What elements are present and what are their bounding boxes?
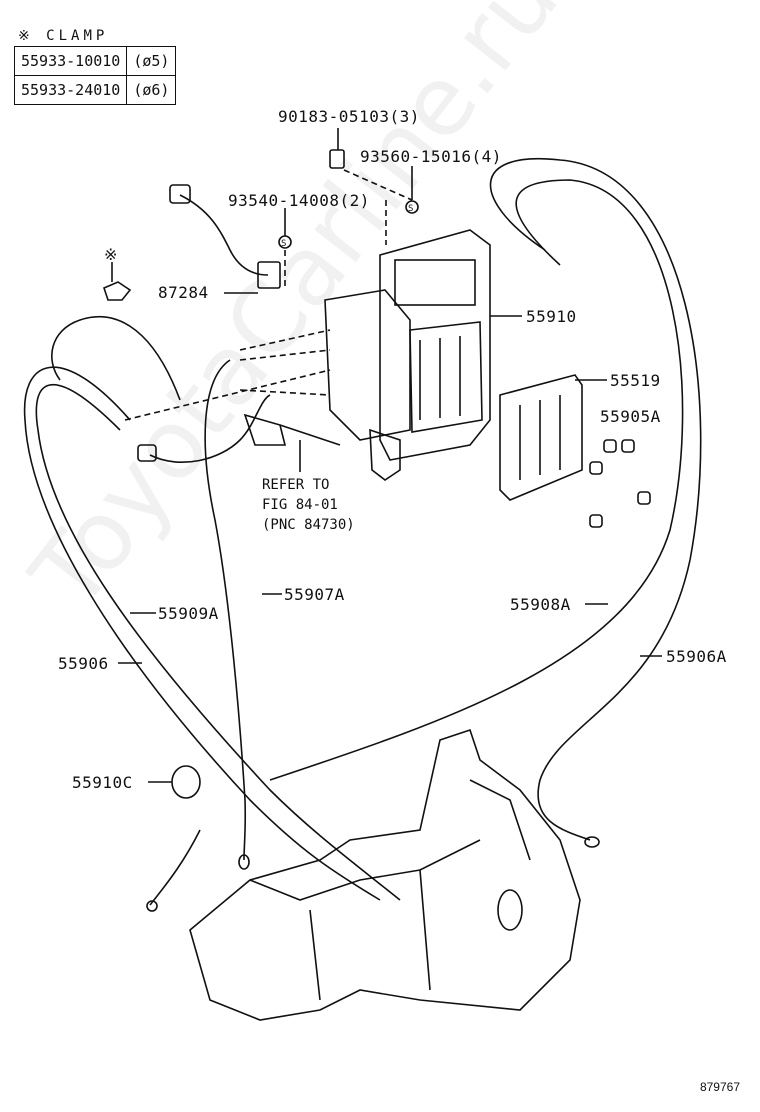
table-row: 55933-24010 (ø6) bbox=[13, 75, 177, 105]
cable-55908A bbox=[269, 179, 684, 781]
clamp-piece bbox=[103, 281, 132, 301]
cable-55907A bbox=[204, 359, 247, 861]
grommet-55910C bbox=[171, 765, 201, 799]
part-87284 bbox=[257, 261, 281, 289]
label-55906A: 55906A bbox=[666, 647, 727, 666]
label-55906: 55906 bbox=[58, 654, 109, 673]
cover-ribs bbox=[519, 395, 561, 480]
svg-text:S: S bbox=[408, 204, 413, 214]
label-55909A: 55909A bbox=[158, 604, 219, 623]
sensor bbox=[243, 413, 287, 446]
table-row: 55933-10010 (ø5) bbox=[13, 46, 177, 76]
label-clamp-mark: ※ bbox=[104, 245, 118, 264]
clamp-size-2: (ø6) bbox=[126, 75, 177, 105]
ecu-inner bbox=[394, 259, 476, 306]
clamp-title: ※ CLAMP bbox=[18, 28, 109, 44]
housing bbox=[189, 728, 581, 1021]
wire-87284 bbox=[179, 194, 269, 276]
figure-number: 879767 bbox=[699, 1080, 740, 1094]
label-55910: 55910 bbox=[526, 307, 577, 326]
cable-lower-left bbox=[149, 829, 201, 906]
housing-port bbox=[497, 889, 523, 931]
dashed-lines bbox=[124, 169, 413, 421]
cable-55909A-upper bbox=[51, 316, 181, 401]
housing-detail bbox=[249, 779, 531, 1001]
ecu-bracket-55910 bbox=[379, 229, 491, 461]
nut-55905A-d bbox=[637, 491, 651, 505]
cable-55906 bbox=[23, 366, 381, 901]
label-93540: 93540-14008(2) bbox=[228, 191, 370, 210]
label-93560: 93560-15016(4) bbox=[360, 147, 502, 166]
clamp-part-2: 55933-24010 bbox=[13, 75, 128, 105]
sensor-wire bbox=[279, 424, 341, 446]
terminal-lower-left bbox=[146, 900, 158, 912]
connector-top bbox=[169, 184, 191, 204]
nut-55905A-a bbox=[603, 439, 617, 453]
ecu-vanes bbox=[419, 336, 461, 420]
terminal-55907A bbox=[238, 854, 250, 870]
clip-90183 bbox=[329, 149, 345, 169]
refer-note: REFER TO FIG 84-01 (PNC 84730) bbox=[262, 477, 355, 533]
wire-lower-connector bbox=[149, 394, 271, 463]
label-55907A: 55907A bbox=[284, 585, 345, 604]
connector-lower bbox=[137, 444, 157, 462]
cable-55909A bbox=[35, 384, 401, 901]
ecu-body bbox=[409, 321, 483, 433]
nut-55905A-c bbox=[589, 461, 603, 475]
ecu-lower-bracket bbox=[369, 428, 401, 481]
clamp-size-1: (ø5) bbox=[126, 46, 177, 76]
ecu-unit bbox=[324, 289, 411, 441]
clamp-table: 55933-10010 (ø5) 55933-24010 (ø6) bbox=[13, 46, 177, 105]
nut-55905A-b bbox=[621, 439, 635, 453]
label-90183: 90183-05103(3) bbox=[278, 107, 420, 126]
clamp-part-1: 55933-10010 bbox=[13, 46, 128, 76]
label-55519: 55519 bbox=[610, 371, 661, 390]
svg-text:S: S bbox=[281, 239, 286, 249]
cover-55519 bbox=[499, 374, 583, 501]
label-55910C: 55910C bbox=[72, 773, 133, 792]
nut-93560 bbox=[405, 200, 419, 214]
label-55908A: 55908A bbox=[510, 595, 571, 614]
label-87284: 87284 bbox=[158, 283, 209, 302]
terminal-55906A bbox=[584, 836, 600, 848]
cable-55906A bbox=[489, 158, 702, 841]
label-55905A: 55905A bbox=[600, 407, 661, 426]
nut-55905A-e bbox=[589, 514, 603, 528]
